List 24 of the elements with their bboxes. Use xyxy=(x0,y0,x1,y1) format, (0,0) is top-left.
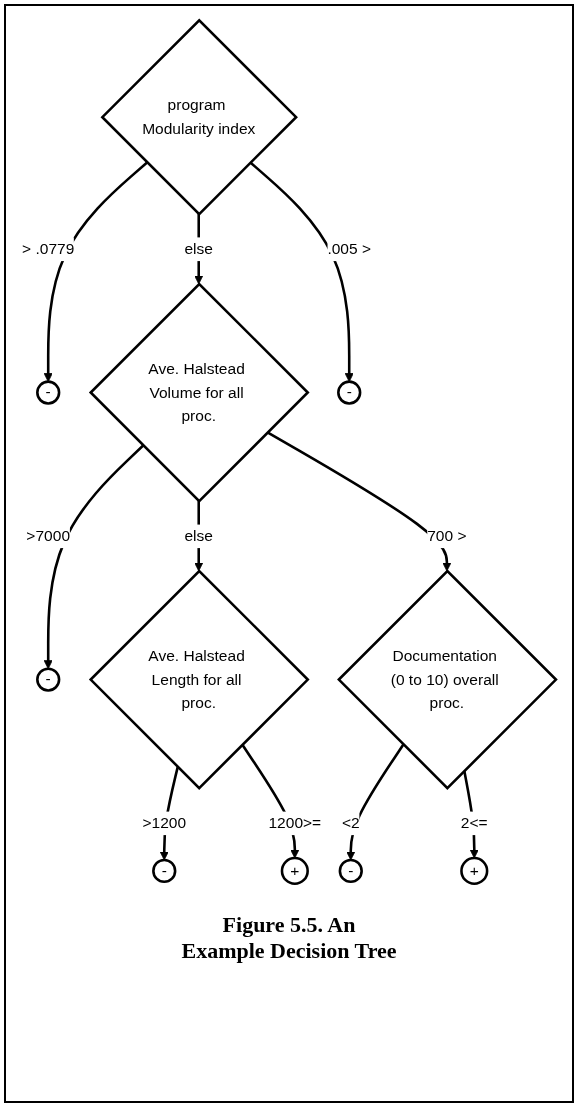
figure-caption: Figure 5.5. An Example Decision Tree xyxy=(180,912,398,964)
node-circle: - xyxy=(338,858,363,884)
node-diamond: Ave. Halstead Length for all proc. xyxy=(88,569,310,790)
edge-label: else xyxy=(184,526,213,545)
edge-label: <2 xyxy=(341,813,360,832)
node-circle: - xyxy=(337,380,362,405)
node-circle: - xyxy=(36,667,61,692)
edge-label: >1200 xyxy=(142,813,187,832)
node-diamond: Documentation (0 to 10) overall proc. xyxy=(337,569,558,790)
edge-label: >7000 xyxy=(26,526,71,545)
node-circle: + xyxy=(280,856,309,885)
edge-label: > .0779 xyxy=(22,239,75,258)
edge-label: 700 > xyxy=(427,526,467,545)
node-circle: - xyxy=(36,380,61,405)
edge-label: else xyxy=(184,239,213,258)
edge-label: 1200>= xyxy=(268,813,322,832)
arrow xyxy=(346,743,405,861)
node-diamond: Ave. Halstead Volume for all proc. xyxy=(88,282,310,503)
arrow xyxy=(266,431,452,572)
edge-label: 2<= xyxy=(460,813,488,832)
node-circle: - xyxy=(152,858,177,884)
edge-label: .005 > xyxy=(327,239,372,258)
node-circle: + xyxy=(460,856,489,885)
node-diamond: program Modularity index xyxy=(100,18,298,216)
